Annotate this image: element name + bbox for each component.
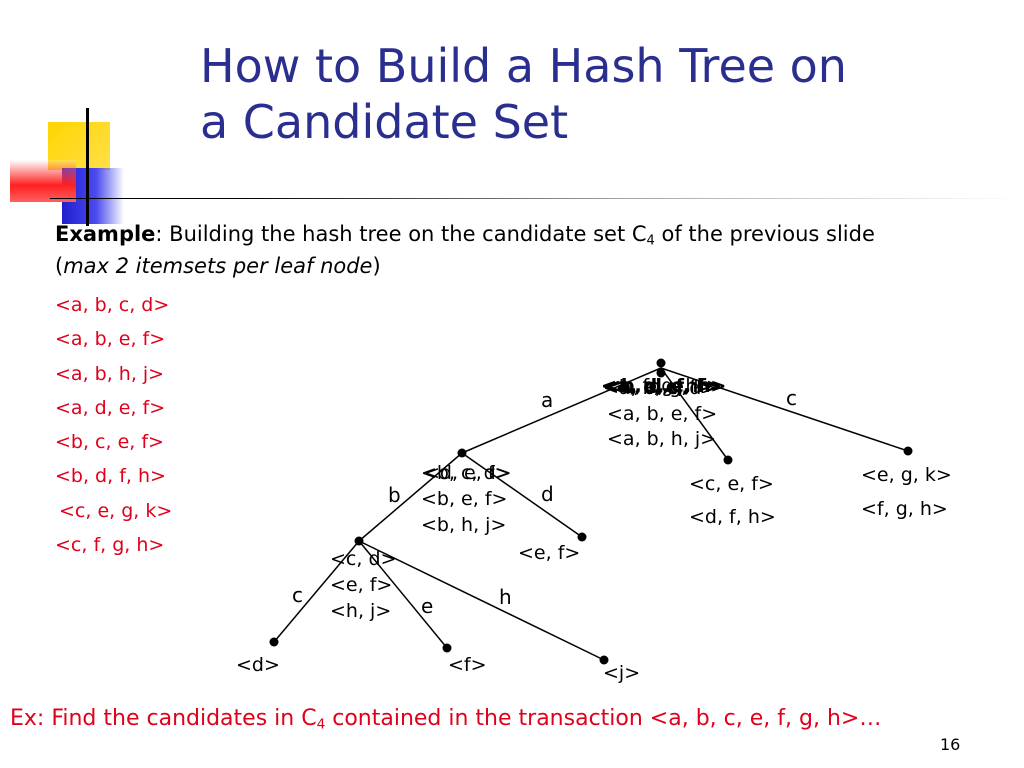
edge-a-d — [461, 452, 583, 538]
node-root — [656, 358, 666, 368]
root-overlap-label: <c, f, g, h> — [604, 375, 714, 397]
edge-root-c — [660, 367, 909, 452]
edge-ab-e — [358, 540, 448, 649]
example-subscript: 4 — [646, 233, 655, 249]
edge-label-h: h — [499, 585, 512, 609]
node-a-overlap-label: <d, e, f> — [424, 462, 511, 484]
deco-red-square — [10, 160, 76, 202]
note-paren-open: ( — [55, 254, 64, 278]
page-number: 16 — [940, 735, 961, 754]
node-b-leaf — [723, 455, 733, 465]
candidate-item: <a, b, h, j> — [55, 362, 165, 385]
root-overlap-label: <b, c, e, f> — [603, 376, 712, 398]
leaf-ad-label: <e, f> — [518, 542, 581, 564]
node-a-label: <b, c, d> — [421, 462, 512, 484]
edge-label-e: e — [421, 594, 434, 618]
leaf-abc-label: <d> — [236, 654, 280, 676]
example-label: Example — [55, 222, 156, 246]
edge-label-c: c — [292, 583, 303, 607]
edge-label-a: a — [541, 388, 554, 412]
candidate-item: <b, c, e, f> — [55, 431, 164, 454]
deco-horizontal-line — [50, 198, 1020, 199]
edge-label-c: c — [786, 386, 797, 410]
slide-title: How to Build a Hash Tree on a Candidate … — [200, 38, 1000, 150]
node-ab-label: <h, j> — [330, 600, 392, 622]
node-ab-label: <e, f> — [330, 574, 393, 596]
node-abh-leaf — [599, 655, 609, 665]
edge-a-b — [358, 452, 463, 542]
node-abc-leaf — [269, 637, 279, 647]
node-ad-leaf — [577, 532, 587, 542]
note-paren-close: ) — [372, 254, 381, 278]
deco-vertical-line — [86, 108, 89, 226]
edge-ab-c — [273, 540, 360, 643]
example-text: : Building the hash tree on the candidat… — [155, 222, 647, 246]
title-line-2: a Candidate Set — [200, 95, 569, 149]
node-root — [656, 368, 666, 378]
leaf-c-label: <e, g, k> — [861, 464, 952, 486]
exercise-text: Ex: Find the candidates in C4 contained … — [10, 706, 881, 732]
edge-ab-h — [358, 540, 605, 661]
note-italic: max 2 itemsets per leaf node — [63, 254, 373, 278]
edge-label-d: d — [541, 482, 554, 506]
title-line-1: How to Build a Hash Tree on — [200, 39, 847, 93]
candidate-item: <a, b, c, d> — [55, 294, 170, 316]
node-ab-label: <c, d> — [330, 548, 397, 570]
root-label: <a, b, c, d> — [603, 377, 718, 399]
exercise-subscript: 4 — [316, 716, 326, 733]
leaf-abe-label: <f> — [448, 654, 487, 676]
edge-label-b: b — [388, 483, 401, 507]
candidate-item: <b, d, f, h> — [55, 465, 166, 488]
example-text-after: of the previous slide — [654, 222, 875, 246]
root-label: <a, b, e, f> — [607, 403, 718, 425]
exercise-text-after: contained in the transaction <a, b, c, e… — [325, 706, 882, 731]
root-overlap-label: <b, d, f, h> — [605, 375, 727, 397]
root-label: <a, b, h, j> — [607, 428, 717, 450]
node-c-leaf — [903, 446, 913, 456]
edge-root-b — [660, 367, 729, 461]
leaf-c-label: <f, g, h> — [861, 498, 948, 520]
example-line: Example: Building the hash tree on the c… — [55, 222, 875, 248]
root-overlap-label: <c, e, g, k> — [607, 376, 721, 398]
node-ab — [354, 536, 364, 546]
candidate-list: <a, b, c, d> <a, b, e, f> <a, b, h, j> <… — [55, 290, 172, 564]
node-a-label: <b, h, j> — [421, 514, 507, 536]
edge-root-a — [461, 367, 662, 454]
node-abe-leaf — [442, 643, 452, 653]
candidate-item: <a, b, e, f> — [55, 328, 166, 351]
exercise-text-before: Ex: Find the candidates in C — [10, 706, 317, 731]
candidate-item: <c, e, g, k> — [59, 499, 173, 522]
node-a — [457, 448, 467, 458]
candidate-item: <c, f, g, h> — [55, 534, 165, 557]
candidate-item: <a, d, e, f> — [55, 396, 166, 419]
leaf-abh-label: <j> — [603, 662, 641, 684]
node-a-label: <b, e, f> — [421, 488, 508, 510]
root-overlap-label: <a, d, e, f> — [601, 375, 722, 397]
leaf-b-label: <c, e, f> — [689, 473, 774, 495]
leaf-b-label: <d, f, h> — [689, 506, 776, 528]
example-note: (max 2 itemsets per leaf node) — [55, 254, 381, 278]
